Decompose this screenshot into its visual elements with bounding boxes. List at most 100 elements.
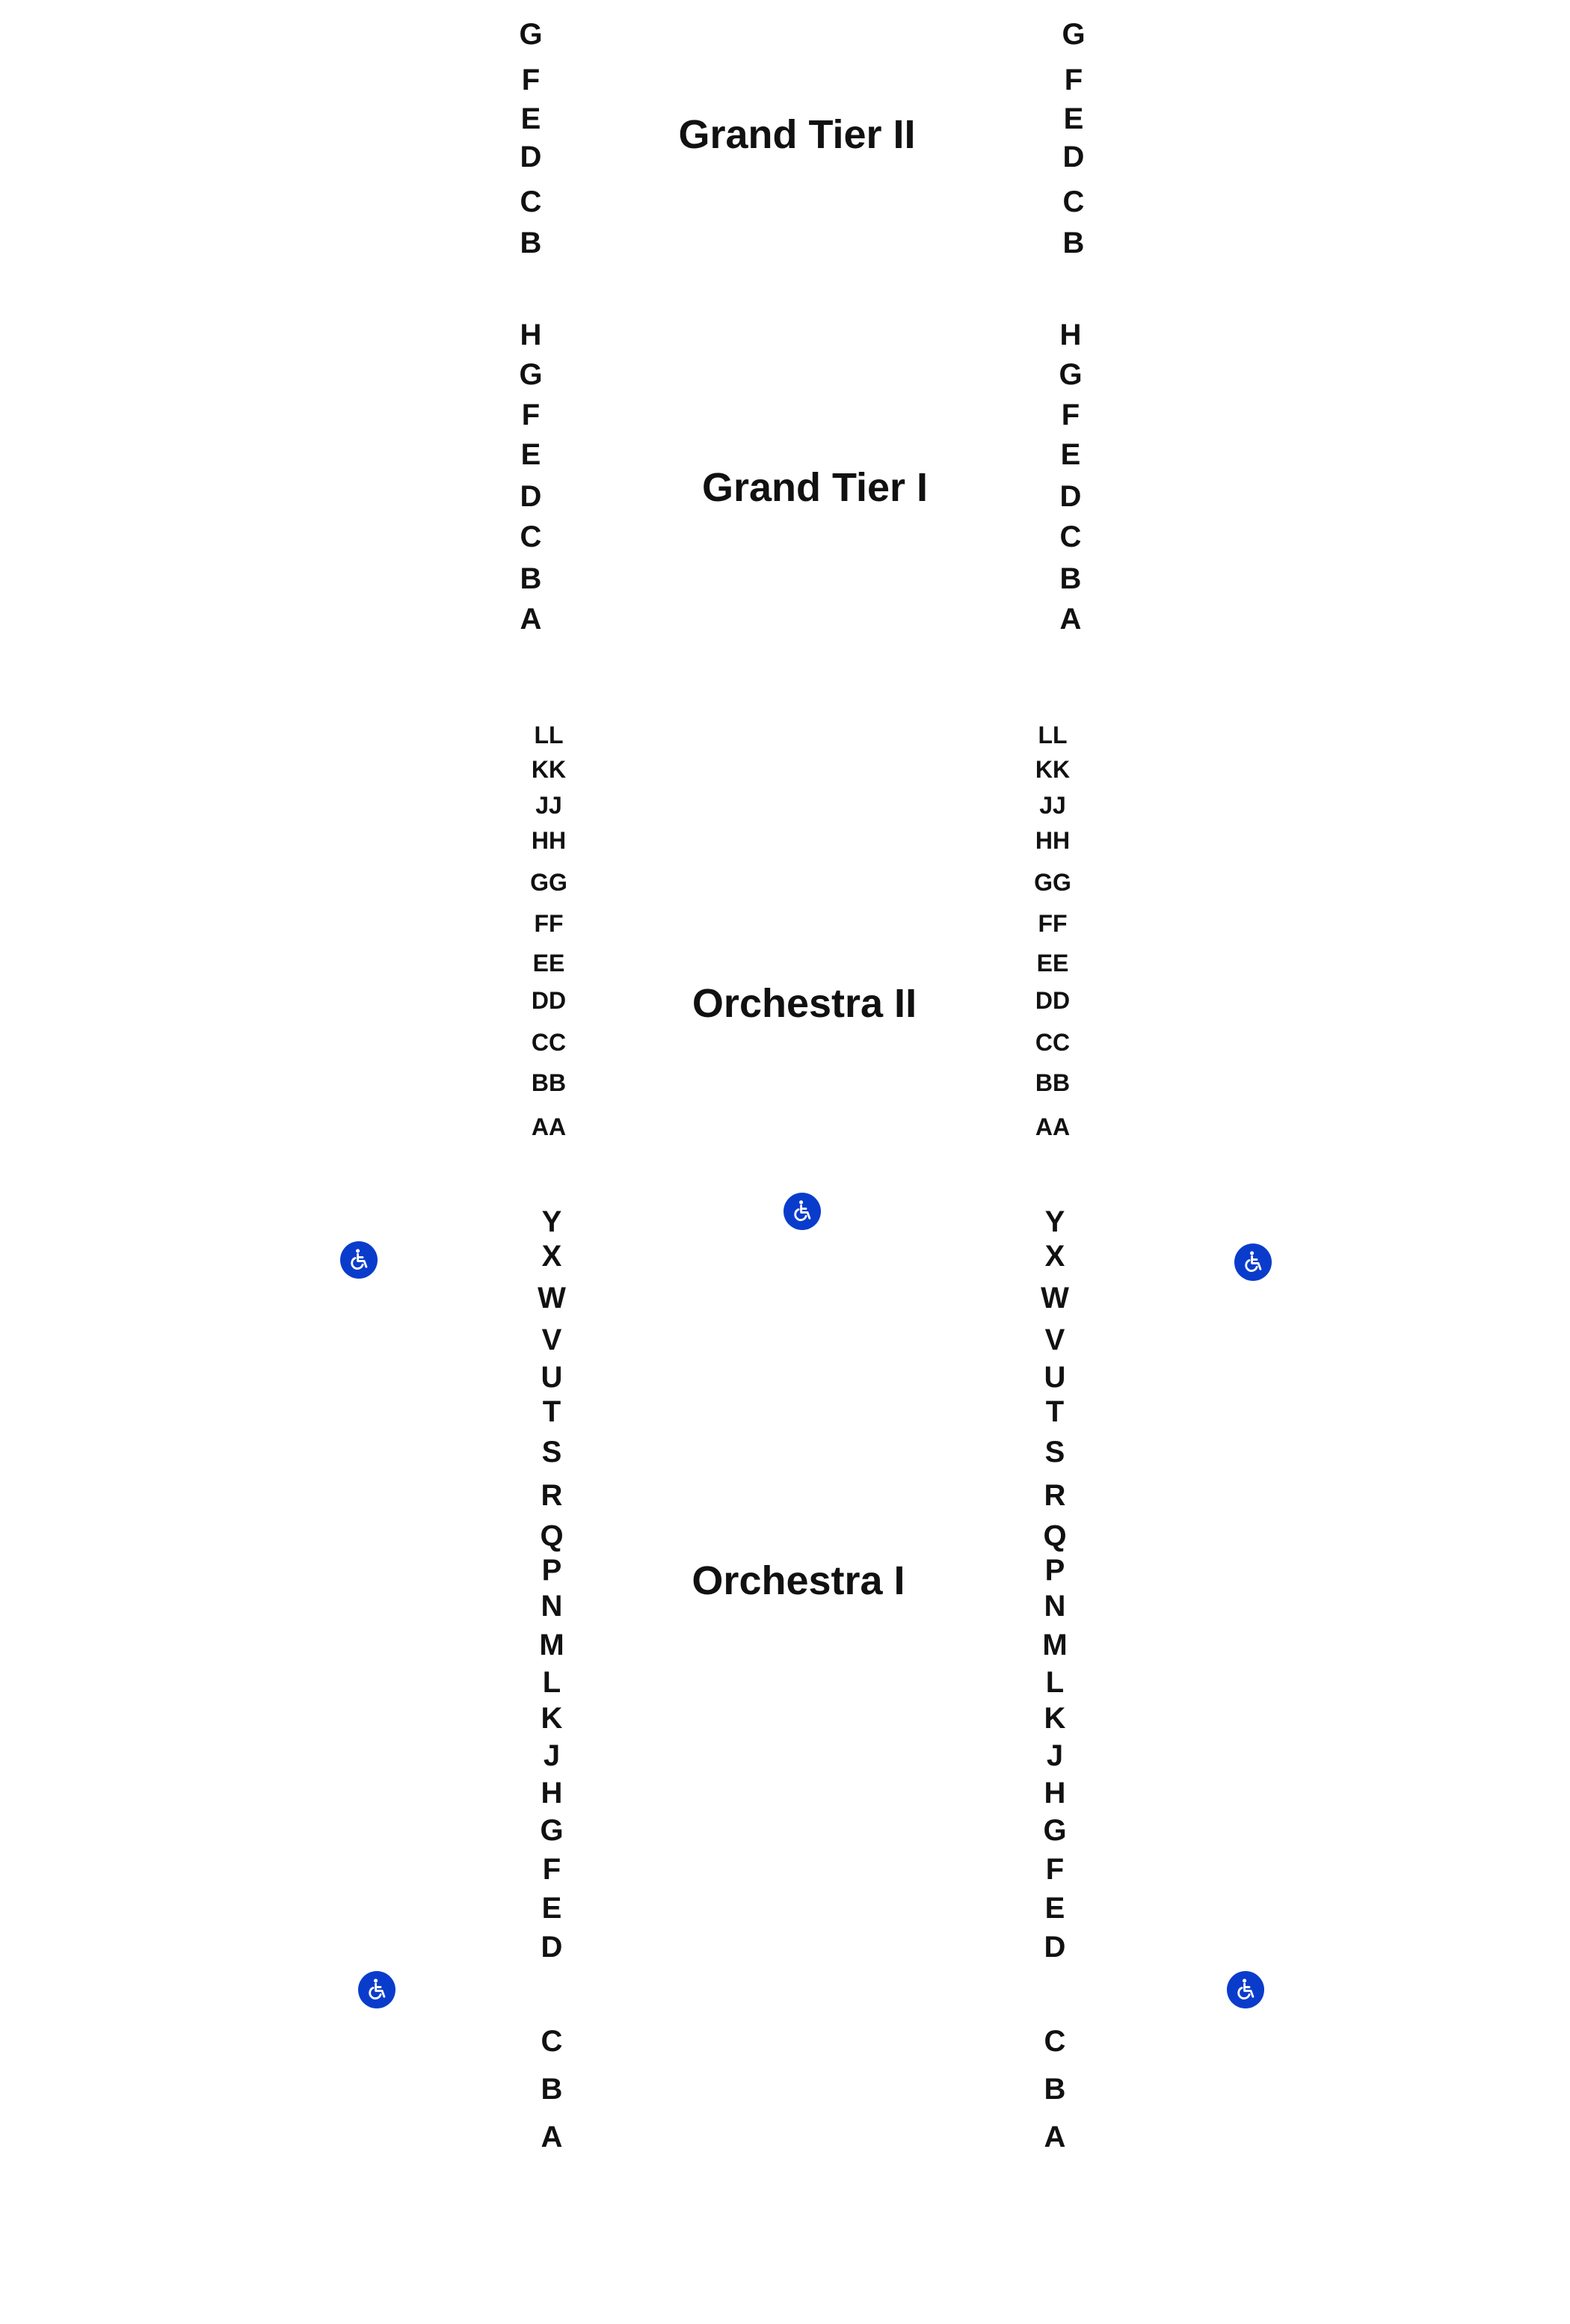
row-label: FF	[1038, 910, 1068, 937]
row-label: G	[1059, 358, 1083, 391]
row-label: G	[540, 1814, 564, 1847]
row-label: M	[539, 1629, 564, 1661]
row-label: V	[541, 1324, 562, 1356]
row-label: S	[541, 1436, 562, 1469]
row-label: E	[520, 102, 541, 135]
row-label: JJ	[1039, 792, 1066, 819]
row-label: G	[519, 358, 543, 391]
row-label: P	[1044, 1554, 1065, 1587]
row-label: DD	[1035, 987, 1071, 1014]
row-label: HH	[531, 827, 567, 854]
row-label: LL	[1038, 722, 1068, 748]
row-label: H	[1044, 1777, 1066, 1810]
row-label: A	[520, 603, 542, 636]
wheelchair-icon	[784, 1193, 821, 1230]
row-label: G	[1062, 18, 1086, 51]
row-label: U	[1044, 1361, 1066, 1394]
row-label: GG	[1034, 869, 1071, 896]
row-label: W	[538, 1282, 566, 1315]
row-label: D	[520, 141, 542, 173]
row-label: J	[543, 1739, 561, 1772]
row-label: Y	[1044, 1205, 1065, 1238]
row-label: Q	[1043, 1519, 1067, 1552]
row-label: Q	[540, 1519, 564, 1552]
row-label: T	[1045, 1395, 1065, 1428]
row-label: K	[541, 1702, 563, 1735]
row-label: X	[541, 1240, 562, 1273]
row-label: J	[1046, 1739, 1064, 1772]
row-label: C	[520, 185, 542, 218]
row-label: CC	[1035, 1029, 1071, 1056]
row-label: E	[541, 1892, 562, 1925]
row-label: D	[520, 480, 542, 513]
row-label: F	[542, 1853, 561, 1886]
row-label: C	[541, 2025, 563, 2058]
row-label: Y	[541, 1205, 562, 1238]
row-label: M	[1042, 1629, 1068, 1661]
row-label: V	[1044, 1324, 1065, 1356]
section-title-grand-tier-1: Grand Tier I	[701, 465, 929, 510]
row-label: N	[1044, 1590, 1066, 1623]
row-label: F	[1064, 64, 1083, 96]
row-label: D	[541, 1931, 563, 1964]
row-label: H	[520, 319, 542, 351]
wheelchair-icon	[1227, 1971, 1264, 2008]
row-label: C	[1059, 520, 1082, 553]
row-label: GG	[530, 869, 567, 896]
row-label: E	[520, 438, 541, 471]
section-title-orchestra-1: Orchestra I	[692, 1558, 905, 1603]
row-label: B	[520, 227, 542, 259]
wheelchair-icon	[358, 1971, 395, 2008]
row-label: KK	[1035, 756, 1071, 783]
row-label: BB	[1035, 1069, 1071, 1096]
row-label: BB	[531, 1069, 567, 1096]
row-label: C	[1062, 185, 1085, 218]
row-label: KK	[531, 756, 567, 783]
row-label: E	[1060, 438, 1081, 471]
row-label: B	[1059, 562, 1082, 595]
row-label: JJ	[535, 792, 562, 819]
row-label: K	[1044, 1702, 1066, 1735]
row-label: E	[1063, 102, 1084, 135]
row-label: LL	[534, 722, 564, 748]
row-label: N	[541, 1590, 563, 1623]
row-label: T	[542, 1395, 561, 1428]
row-label: W	[1041, 1282, 1069, 1315]
row-label: U	[541, 1361, 563, 1394]
row-label: EE	[1036, 950, 1069, 977]
row-label: AA	[1035, 1113, 1071, 1140]
row-label: G	[519, 18, 543, 51]
row-label: R	[541, 1479, 563, 1512]
row-label: B	[520, 562, 542, 595]
row-label: E	[1044, 1892, 1065, 1925]
row-label: P	[541, 1554, 562, 1587]
row-label: X	[1044, 1240, 1065, 1273]
row-label: EE	[532, 950, 565, 977]
row-label: FF	[534, 910, 564, 937]
row-label: B	[541, 2073, 563, 2106]
row-label: L	[1045, 1666, 1065, 1699]
row-label: F	[521, 64, 541, 96]
section-title-grand-tier-2: Grand Tier II	[678, 112, 916, 157]
row-label: A	[541, 2121, 563, 2154]
row-label: L	[542, 1666, 561, 1699]
row-label: F	[521, 399, 541, 431]
row-label: AA	[531, 1113, 567, 1140]
row-label: A	[1044, 2121, 1066, 2154]
row-label: D	[1059, 480, 1082, 513]
row-label: R	[1044, 1479, 1066, 1512]
row-label: A	[1059, 603, 1082, 636]
row-label: DD	[531, 987, 567, 1014]
row-label: G	[1043, 1814, 1067, 1847]
row-label: H	[541, 1777, 563, 1810]
row-label: B	[1062, 227, 1085, 259]
row-label: B	[1044, 2073, 1066, 2106]
row-label: D	[1062, 141, 1085, 173]
wheelchair-icon	[340, 1241, 378, 1279]
row-label: C	[1044, 2025, 1066, 2058]
row-label: C	[520, 520, 542, 553]
row-label: HH	[1035, 827, 1071, 854]
row-label: F	[1061, 399, 1080, 431]
row-label: F	[1045, 1853, 1065, 1886]
row-label: CC	[531, 1029, 567, 1056]
